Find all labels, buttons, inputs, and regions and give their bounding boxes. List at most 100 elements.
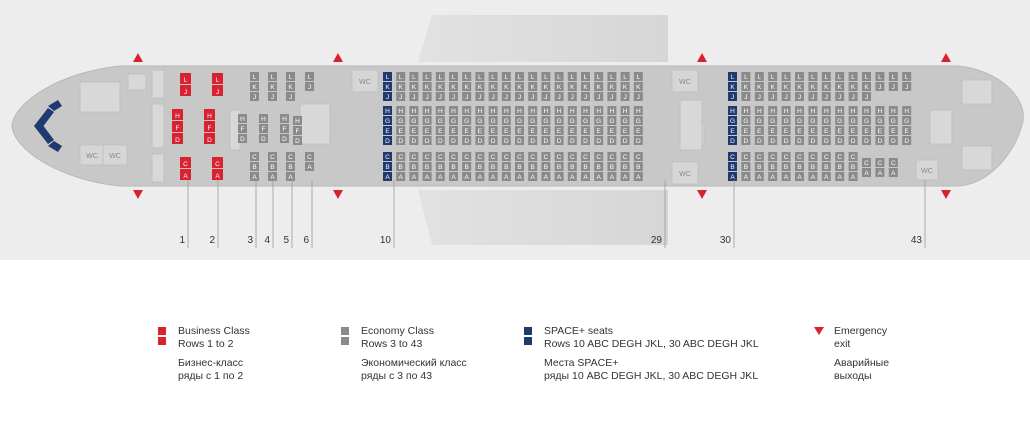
economy-seat[interactable] xyxy=(633,152,643,161)
economy-seat[interactable] xyxy=(754,72,764,81)
economy-seat[interactable] xyxy=(795,152,804,161)
economy-seat[interactable] xyxy=(902,136,912,145)
economy-seat[interactable] xyxy=(250,92,259,101)
economy-seat[interactable] xyxy=(848,172,858,181)
economy-seat[interactable] xyxy=(475,152,485,161)
economy-seat[interactable] xyxy=(620,136,630,145)
economy-seat[interactable] xyxy=(862,106,871,115)
economy-seat[interactable] xyxy=(781,152,791,161)
economy-seat[interactable] xyxy=(286,72,295,81)
economy-seat[interactable] xyxy=(821,162,831,171)
economy-seat[interactable] xyxy=(781,126,791,135)
economy-seat[interactable] xyxy=(875,136,885,145)
economy-seat[interactable] xyxy=(567,136,577,145)
economy-seat[interactable] xyxy=(633,72,643,81)
economy-seat[interactable] xyxy=(754,136,764,145)
economy-seat[interactable] xyxy=(541,126,551,135)
economy-seat[interactable] xyxy=(396,72,406,81)
economy-seat[interactable] xyxy=(835,152,845,161)
economy-seat[interactable] xyxy=(808,116,818,125)
economy-seat[interactable] xyxy=(515,116,524,125)
economy-seat[interactable] xyxy=(821,172,831,181)
economy-seat[interactable] xyxy=(633,162,643,171)
economy-seat[interactable] xyxy=(422,106,432,115)
economy-seat[interactable] xyxy=(396,82,406,91)
economy-seat[interactable] xyxy=(567,152,577,161)
space-plus-seat[interactable] xyxy=(383,152,392,161)
economy-seat[interactable] xyxy=(808,162,818,171)
economy-seat[interactable] xyxy=(741,152,751,161)
economy-seat[interactable] xyxy=(305,152,314,161)
economy-seat[interactable] xyxy=(768,92,778,101)
economy-seat[interactable] xyxy=(581,92,590,101)
economy-seat[interactable] xyxy=(409,82,419,91)
space-plus-seat[interactable] xyxy=(728,136,737,145)
economy-seat[interactable] xyxy=(250,82,259,91)
economy-seat[interactable] xyxy=(409,92,419,101)
economy-seat[interactable] xyxy=(741,82,751,91)
economy-seat[interactable] xyxy=(396,106,406,115)
economy-seat[interactable] xyxy=(409,136,419,145)
economy-seat[interactable] xyxy=(835,162,845,171)
economy-seat[interactable] xyxy=(422,162,432,171)
economy-seat[interactable] xyxy=(607,162,617,171)
economy-seat[interactable] xyxy=(862,168,871,177)
economy-seat[interactable] xyxy=(488,106,498,115)
economy-seat[interactable] xyxy=(754,162,764,171)
economy-seat[interactable] xyxy=(835,136,845,145)
economy-seat[interactable] xyxy=(754,92,764,101)
economy-seat[interactable] xyxy=(620,92,630,101)
economy-seat[interactable] xyxy=(835,126,845,135)
economy-seat[interactable] xyxy=(541,72,551,81)
economy-seat[interactable] xyxy=(821,126,831,135)
economy-seat[interactable] xyxy=(541,116,551,125)
economy-seat[interactable] xyxy=(781,136,791,145)
economy-seat[interactable] xyxy=(238,134,247,143)
economy-seat[interactable] xyxy=(835,172,845,181)
economy-seat[interactable] xyxy=(795,136,804,145)
economy-seat[interactable] xyxy=(754,172,764,181)
economy-seat[interactable] xyxy=(541,92,551,101)
economy-seat[interactable] xyxy=(795,92,804,101)
economy-seat[interactable] xyxy=(808,82,818,91)
economy-seat[interactable] xyxy=(488,152,498,161)
economy-seat[interactable] xyxy=(741,92,751,101)
economy-seat[interactable] xyxy=(449,72,458,81)
economy-seat[interactable] xyxy=(768,172,778,181)
space-plus-seat[interactable] xyxy=(728,162,737,171)
economy-seat[interactable] xyxy=(754,116,764,125)
economy-seat[interactable] xyxy=(475,172,485,181)
economy-seat[interactable] xyxy=(449,162,458,171)
economy-seat[interactable] xyxy=(581,82,590,91)
economy-seat[interactable] xyxy=(754,126,764,135)
economy-seat[interactable] xyxy=(620,82,630,91)
economy-seat[interactable] xyxy=(515,82,524,91)
space-plus-seat[interactable] xyxy=(383,126,392,135)
economy-seat[interactable] xyxy=(633,106,643,115)
economy-seat[interactable] xyxy=(462,162,472,171)
economy-seat[interactable] xyxy=(567,162,577,171)
economy-seat[interactable] xyxy=(250,172,259,181)
economy-seat[interactable] xyxy=(528,116,538,125)
economy-seat[interactable] xyxy=(768,136,778,145)
economy-seat[interactable] xyxy=(488,126,498,135)
economy-seat[interactable] xyxy=(501,82,511,91)
economy-seat[interactable] xyxy=(250,72,259,81)
economy-seat[interactable] xyxy=(620,172,630,181)
economy-seat[interactable] xyxy=(541,136,551,145)
economy-seat[interactable] xyxy=(607,116,617,125)
economy-seat[interactable] xyxy=(435,162,445,171)
economy-seat[interactable] xyxy=(808,136,818,145)
economy-seat[interactable] xyxy=(238,114,247,123)
economy-seat[interactable] xyxy=(501,126,511,135)
economy-seat[interactable] xyxy=(435,82,445,91)
economy-seat[interactable] xyxy=(422,126,432,135)
economy-seat[interactable] xyxy=(449,136,458,145)
economy-seat[interactable] xyxy=(741,162,751,171)
economy-seat[interactable] xyxy=(449,92,458,101)
business-seat[interactable] xyxy=(204,109,215,120)
economy-seat[interactable] xyxy=(238,124,247,133)
economy-seat[interactable] xyxy=(422,82,432,91)
economy-seat[interactable] xyxy=(888,136,898,145)
economy-seat[interactable] xyxy=(409,116,419,125)
